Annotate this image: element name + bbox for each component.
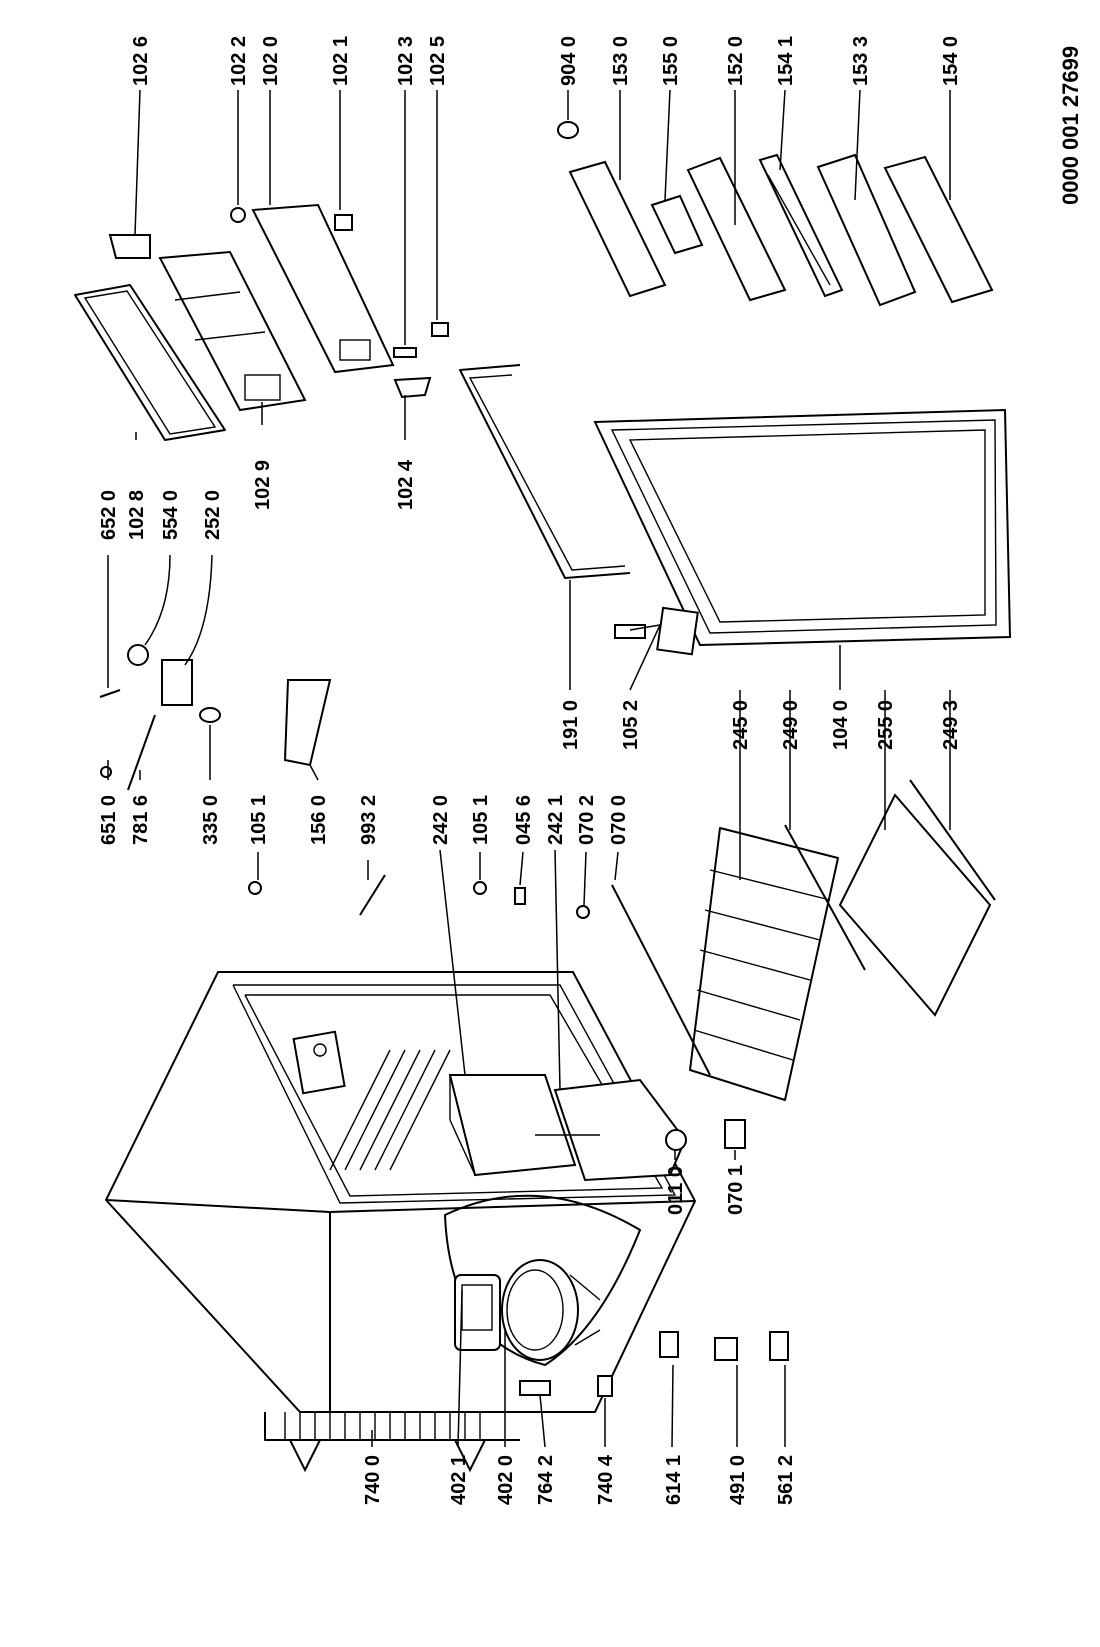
part-label: 105 1 (248, 795, 270, 845)
part-label: 402 0 (495, 1455, 517, 1505)
hinge-1052 (614, 606, 699, 656)
wire-shelf-2450 (689, 827, 839, 1101)
part-label: 252 0 (202, 490, 224, 540)
small-part-1021 (334, 214, 353, 231)
small-part-1023 (393, 347, 417, 358)
part-label: 191 0 (560, 700, 582, 750)
part-label: 249 3 (940, 700, 962, 750)
part-label: 554 0 (160, 490, 182, 540)
part-label: 904 0 (558, 36, 580, 86)
hinge-part-1026 (108, 234, 151, 259)
part-label: 070 0 (608, 795, 630, 845)
part-label: 740 4 (595, 1454, 617, 1505)
document-number: 0000 001 27699 (1058, 46, 1083, 205)
part-label: 651 0 (98, 795, 120, 845)
part-label: 764 2 (535, 1455, 557, 1505)
part-label: 491 0 (727, 1455, 749, 1505)
part-label: 102 2 (228, 36, 250, 86)
part-label: 652 0 (98, 490, 120, 540)
part-label: 249 0 (780, 700, 802, 750)
part-label: 105 1 (470, 795, 492, 845)
part-label: 102 6 (130, 36, 152, 86)
cabinet (104, 971, 697, 1473)
misc-parts (248, 874, 789, 1397)
door-shelf-parts (557, 121, 994, 307)
part-label: 102 5 (427, 36, 449, 86)
part-label: 102 3 (395, 36, 417, 86)
part-label: 993 2 (358, 795, 380, 845)
part-label: 242 1 (545, 795, 567, 845)
part-label: 070 1 (725, 1165, 747, 1215)
part-label: 105 2 (620, 700, 642, 750)
part-labels: 102 6 102 2 102 0 102 1 102 3 102 5 904 … (98, 36, 962, 1505)
part-label: 070 2 (576, 795, 598, 845)
part-label: 614 1 (663, 1455, 685, 1505)
part-label: 102 8 (126, 490, 148, 540)
part-label: 255 0 (875, 700, 897, 750)
glass-shelf-2550 (838, 779, 996, 1017)
part-label: 335 0 (200, 795, 222, 845)
part-label: 781 6 (130, 795, 152, 845)
thermostat-parts (99, 644, 332, 791)
part-label: 153 3 (850, 36, 872, 86)
small-part-1025 (431, 322, 449, 337)
part-label: 740 0 (362, 1455, 384, 1505)
part-label: 011 0 (665, 1166, 687, 1215)
evaporator-cover (158, 250, 307, 412)
part-label: 242 0 (430, 795, 452, 845)
part-label: 152 0 (725, 36, 747, 86)
leader-lines (107, 89, 951, 1448)
part-label: 154 0 (940, 36, 962, 86)
part-label: 245 0 (730, 700, 752, 750)
part-label: 155 0 (660, 36, 682, 86)
part-label: 154 1 (775, 36, 797, 86)
small-part-1022 (230, 207, 246, 223)
freezer-door-gasket (74, 284, 226, 441)
door-1040 (593, 408, 1012, 647)
condenser-coil (284, 1412, 481, 1440)
part-label: 102 1 (330, 36, 352, 86)
small-part-1024 (393, 376, 432, 399)
shelf-trim-2490 (784, 824, 866, 971)
part-label: 156 0 (308, 795, 330, 845)
freezer-flap (251, 203, 395, 374)
part-label: 102 9 (252, 460, 274, 510)
part-label: 102 0 (260, 36, 282, 86)
part-label: 045 6 (513, 795, 535, 845)
part-label: 153 0 (610, 36, 632, 86)
part-label: 402 1 (448, 1455, 470, 1505)
part-label: 102 4 (395, 459, 417, 510)
door-frame-1910 (459, 364, 631, 579)
part-label: 561 2 (775, 1455, 797, 1505)
part-label: 104 0 (830, 700, 852, 750)
